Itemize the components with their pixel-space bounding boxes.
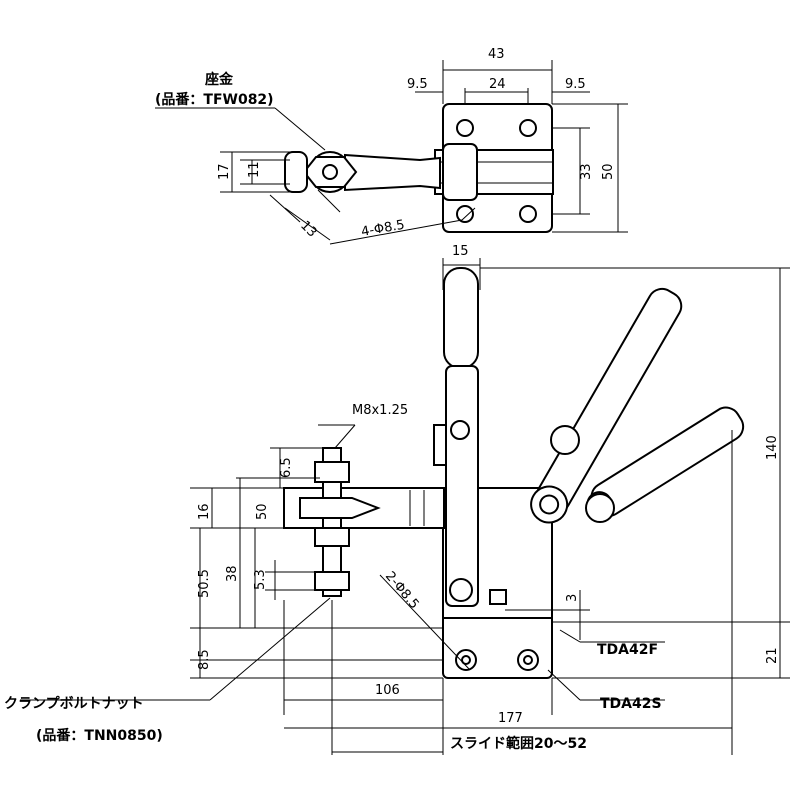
- dim-3: 3: [565, 594, 580, 602]
- slide-range: スライド範囲20～52: [450, 735, 587, 752]
- dim-13: 13: [297, 218, 319, 240]
- top-arm: [344, 153, 441, 192]
- handle-grip-closed: [443, 267, 479, 369]
- dim-50-top: 50: [601, 163, 616, 180]
- hole-spec-2: 2-Φ8.5: [382, 569, 422, 612]
- dim-21: 21: [765, 647, 780, 664]
- dim-17: 17: [217, 163, 232, 180]
- dim-16: 16: [197, 503, 212, 520]
- dim-9-5-left: 9.5: [407, 77, 428, 92]
- pivot-pin: [449, 578, 473, 602]
- handle-open-position: [530, 287, 683, 524]
- handle-lever: [445, 365, 479, 607]
- bolt-nut: [314, 527, 350, 547]
- dim-50-5: 50.5: [197, 569, 212, 598]
- mount-hole: [519, 119, 537, 137]
- model-tda42f: TDA42F: [597, 642, 658, 658]
- bolt-nut: [314, 461, 350, 483]
- labels: 座金 (品番：TFW082) 43 24 9.5 9.5 33 50 17 11…: [4, 47, 780, 752]
- mount-hole: [519, 205, 537, 223]
- mount-hole: [456, 205, 474, 223]
- dim-6-5: 6.5: [279, 457, 294, 478]
- hole-spec-4: 4-Φ8.5: [360, 218, 406, 240]
- dim-15: 15: [452, 244, 469, 259]
- pivot-pin: [450, 420, 470, 440]
- dim-43: 43: [488, 47, 505, 62]
- dim-177: 177: [498, 711, 523, 726]
- clamp-bolt: [322, 447, 342, 597]
- mount-hole: [456, 119, 474, 137]
- clamp-bolt-nut-label: クランプボルトナット: [4, 696, 144, 712]
- model-tda42s: TDA42S: [600, 696, 662, 712]
- dim-24: 24: [489, 77, 506, 92]
- dim-33: 33: [579, 163, 594, 180]
- front-view: [20, 258, 790, 755]
- dim-5-3: 5.3: [253, 569, 268, 590]
- spindle-end: [284, 151, 308, 193]
- dim-9-5-right: 9.5: [565, 77, 586, 92]
- washer-label: 座金: [205, 71, 234, 88]
- bolt-thread: M8x1.25: [352, 403, 408, 418]
- clamp-part-number: (品番：TNN0850): [36, 727, 163, 744]
- bolt-nut: [314, 571, 350, 591]
- dim-38: 38: [225, 565, 240, 582]
- dim-140: 140: [765, 435, 780, 460]
- dim-8-5: 8.5: [197, 649, 212, 670]
- dim-50-front: 50: [255, 503, 270, 520]
- top-view: [155, 60, 628, 245]
- dim-11: 11: [247, 161, 262, 178]
- top-pivot-block: [442, 143, 478, 201]
- washer-part-number: (品番：TFW082): [155, 91, 274, 108]
- dim-106: 106: [375, 683, 400, 698]
- washer-wedge: [299, 497, 381, 519]
